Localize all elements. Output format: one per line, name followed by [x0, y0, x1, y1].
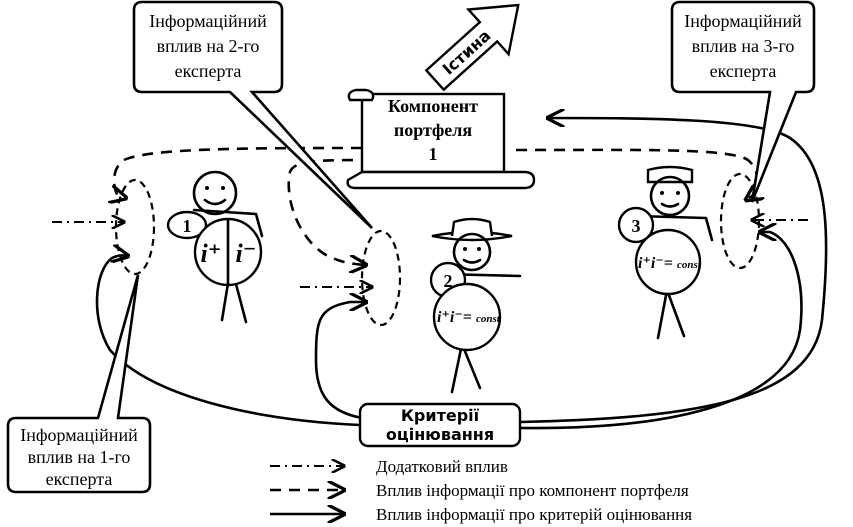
callout-expert3-line3: експерта — [710, 61, 777, 81]
expert2-formula: i⁺i⁻= — [437, 309, 472, 326]
legend-label-component: Вплив інформації про компонент портфеля — [376, 481, 689, 500]
expert3-formula: i⁺i⁻= — [638, 255, 673, 272]
expert2-figure — [429, 217, 522, 394]
expert3-formula-const: const — [677, 259, 702, 271]
expert1-influence-oval — [114, 178, 156, 276]
callout-expert2-line3: експерта — [175, 61, 242, 81]
component-line3: 1 — [429, 144, 438, 164]
criteria-to-expert3-loop — [519, 232, 803, 430]
callout-expert1-shape — [6, 274, 152, 494]
portfolio-component-scroll — [346, 88, 536, 190]
criteria-to-component-loop — [519, 118, 828, 424]
criteria-to-expert2-loop — [314, 302, 366, 420]
component-to-expert1-dashed — [114, 146, 363, 198]
criteria-to-expert1-loop — [95, 255, 361, 427]
criteria-line1: Критерії — [401, 406, 480, 425]
expert1-formula-right: i⁻ — [236, 239, 257, 268]
expert1-number: 1 — [183, 216, 192, 236]
callout-expert1-line2: вплив на 1-го — [28, 447, 131, 467]
expert3-influence-oval — [719, 172, 761, 270]
expert3-number: 3 — [632, 216, 641, 236]
expert2-influence-oval — [360, 229, 402, 327]
legend-label-criteria: Вплив інформації про критерій оцінювання — [376, 505, 692, 524]
expert2-number: 2 — [444, 271, 453, 291]
legend: Додатковий вплив Вплив інформації про ко… — [270, 457, 692, 524]
callout-expert2-shape — [132, 0, 373, 229]
component-line1: Компонент — [388, 96, 478, 116]
callout-expert2-line2: вплив на 2-го — [157, 36, 260, 56]
expert2-formula-const: const — [476, 313, 501, 325]
callout-expert3-line1: Інформаційний — [684, 11, 802, 31]
callout-expert3-line2: вплив на 3-го — [692, 36, 795, 56]
callout-expert3-shape — [670, 0, 816, 203]
callout-expert1-line3: експерта — [46, 469, 113, 489]
component-line2: портфеля — [394, 120, 473, 140]
truth-arrow: Істина — [424, 3, 520, 92]
callout-expert2-line1: Інформаційний — [149, 11, 267, 31]
criteria-box — [358, 402, 522, 448]
criteria-line2: оцінювання — [386, 425, 494, 444]
legend-label-additional: Додатковий вплив — [376, 457, 508, 476]
callout-expert1-line1: Інформаційний — [20, 425, 138, 445]
expert1-figure — [166, 170, 264, 324]
expert3-figure — [617, 165, 714, 340]
component-to-expert3-dashed — [515, 148, 758, 200]
expert1-formula-left: i⁺ — [201, 239, 222, 268]
